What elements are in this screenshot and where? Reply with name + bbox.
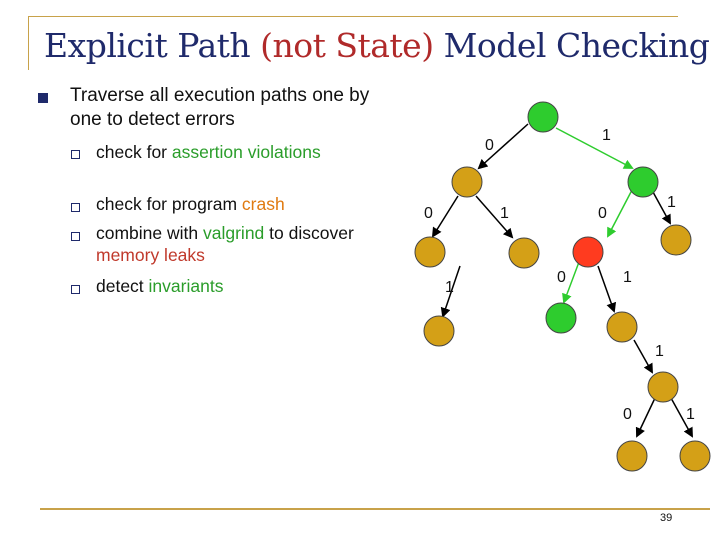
- tree-edge-explored: [562, 261, 580, 304]
- edge-label: 1: [655, 343, 664, 360]
- tree-edge-explored: [607, 189, 633, 238]
- edge-label: 0: [623, 406, 632, 423]
- tree-node: [647, 371, 679, 403]
- tree-node: [414, 236, 446, 268]
- tree-node-error: [572, 236, 604, 268]
- edge-label: 1: [686, 406, 695, 423]
- sub-item-crash: check for program crash: [96, 194, 285, 214]
- edge-label: 1: [500, 205, 509, 222]
- tree-edge: [440, 265, 461, 318]
- edge-label: 1: [623, 269, 632, 286]
- slide-title: Explicit Path (not State) Model Checking: [44, 26, 710, 65]
- sub-item-invariants: detect invariants: [96, 276, 224, 296]
- frame-bottom-rule: [40, 508, 710, 510]
- tree-node: [508, 237, 540, 269]
- checkbox-bullet-icon: [71, 203, 80, 212]
- tree-node: [606, 311, 638, 343]
- checkbox-bullet-icon: [71, 285, 80, 294]
- title-highlight: (not State): [260, 26, 434, 65]
- sub-item-valgrind: combine with valgrind to discover memory…: [96, 223, 354, 265]
- tree-node-explored: [627, 166, 659, 198]
- tree-edge: [477, 123, 529, 170]
- frame-left-rule: [28, 16, 29, 70]
- edge-label: 1: [445, 279, 454, 296]
- tree-node: [616, 440, 648, 472]
- tree-edge: [431, 195, 459, 238]
- main-bullet-text: Traverse all execution paths one by one …: [70, 85, 370, 130]
- edge-label: 1: [602, 127, 611, 144]
- tree-edge-explored: [555, 127, 634, 169]
- tree-edge: [597, 265, 617, 313]
- tree-node: [451, 166, 483, 198]
- tree-node: [660, 224, 692, 256]
- tree-node-root: [527, 101, 559, 133]
- bullet-square-icon: [38, 93, 48, 103]
- edge-label: 1: [667, 194, 676, 211]
- tree-edge: [635, 397, 656, 438]
- tree-edge: [670, 397, 693, 438]
- edge-label: 0: [424, 205, 433, 222]
- tree-node: [423, 315, 455, 347]
- checkbox-bullet-icon: [71, 150, 80, 159]
- page-number: 39: [660, 512, 673, 524]
- checkbox-bullet-icon: [71, 232, 80, 241]
- tree-edge: [475, 195, 514, 239]
- tree-node: [679, 440, 711, 472]
- edge-label: 0: [598, 205, 607, 222]
- edge-label: 0: [557, 269, 566, 286]
- frame-top-rule: [28, 16, 678, 17]
- tree-edge: [633, 339, 653, 374]
- tree-node-explored: [545, 302, 577, 334]
- edge-label: 0: [485, 137, 494, 154]
- tree-edge: [652, 191, 671, 225]
- sub-item-assertion: check for assertion violations: [96, 142, 321, 162]
